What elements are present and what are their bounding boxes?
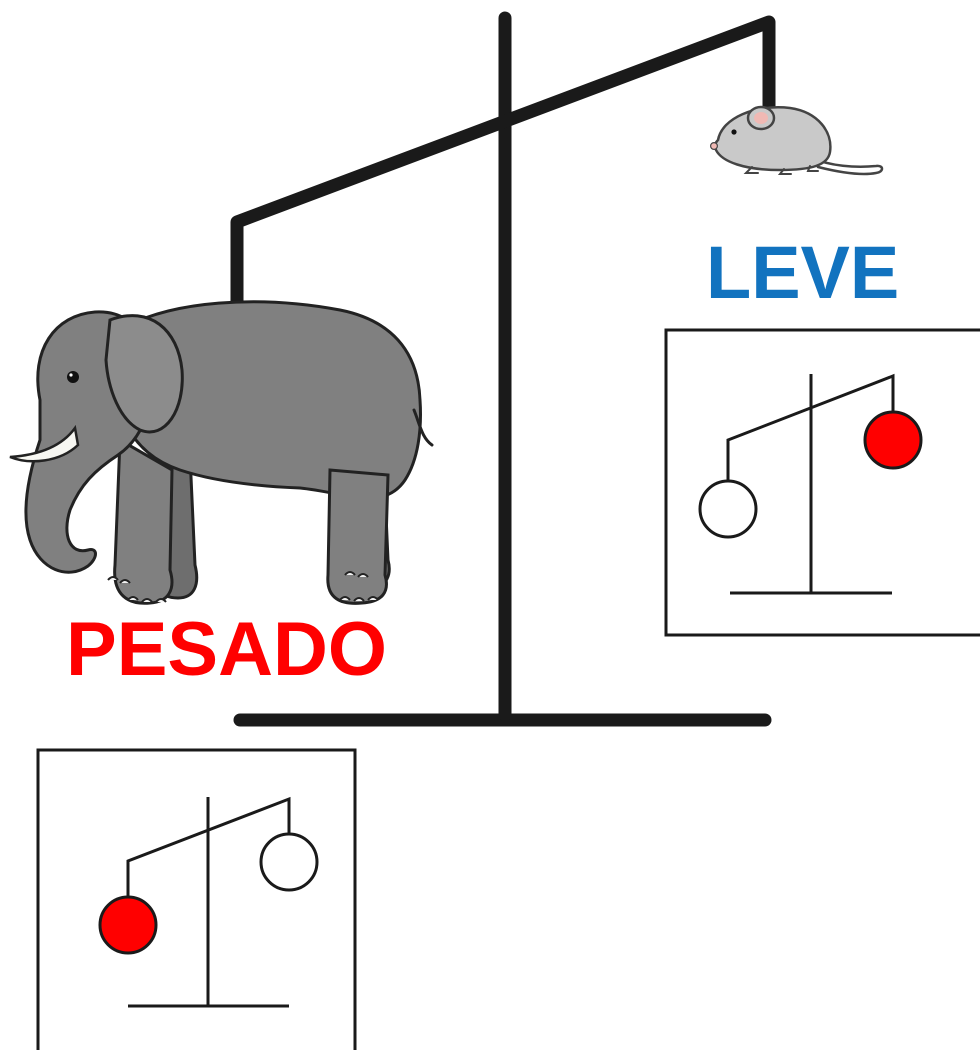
big-balance-scale [230,11,776,727]
balance-scale-icon [698,373,923,595]
filled-pan-marker [863,410,923,470]
empty-pan-marker [259,832,319,892]
pictogram-frame [36,748,357,1050]
light-pictogram [664,328,980,637]
light-label: LEVE [706,231,900,314]
empty-pan-marker [698,479,758,539]
heavy-pictogram [36,748,357,1050]
scale-beam [230,15,776,337]
filled-pan-marker [98,895,158,955]
balance-scale-icon [98,796,319,1008]
mouse-icon [709,105,884,176]
pictogram-frame [664,328,980,637]
elephant-icon [9,300,434,605]
heavy-label: PESADO [66,607,387,692]
